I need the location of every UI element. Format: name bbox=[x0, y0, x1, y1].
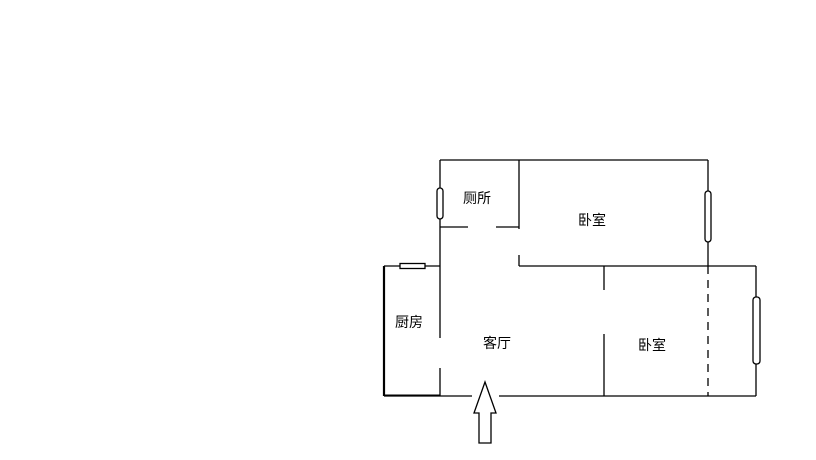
room-label-bedroom-bottom: 卧室 bbox=[638, 338, 666, 354]
room-label-toilet: 厕所 bbox=[463, 191, 491, 207]
room-label-kitchen: 厨房 bbox=[395, 315, 423, 331]
walls bbox=[382, 159, 757, 397]
entrance-arrow-icon bbox=[473, 380, 497, 444]
window-bedroom-top bbox=[704, 190, 712, 243]
room-label-living-room: 客厅 bbox=[483, 336, 511, 352]
windows bbox=[399, 187, 761, 365]
window-kitchen bbox=[399, 262, 426, 270]
window-bedroom-bottom bbox=[752, 296, 761, 365]
window-toilet bbox=[436, 187, 444, 220]
room-label-bedroom-top: 卧室 bbox=[578, 213, 606, 229]
